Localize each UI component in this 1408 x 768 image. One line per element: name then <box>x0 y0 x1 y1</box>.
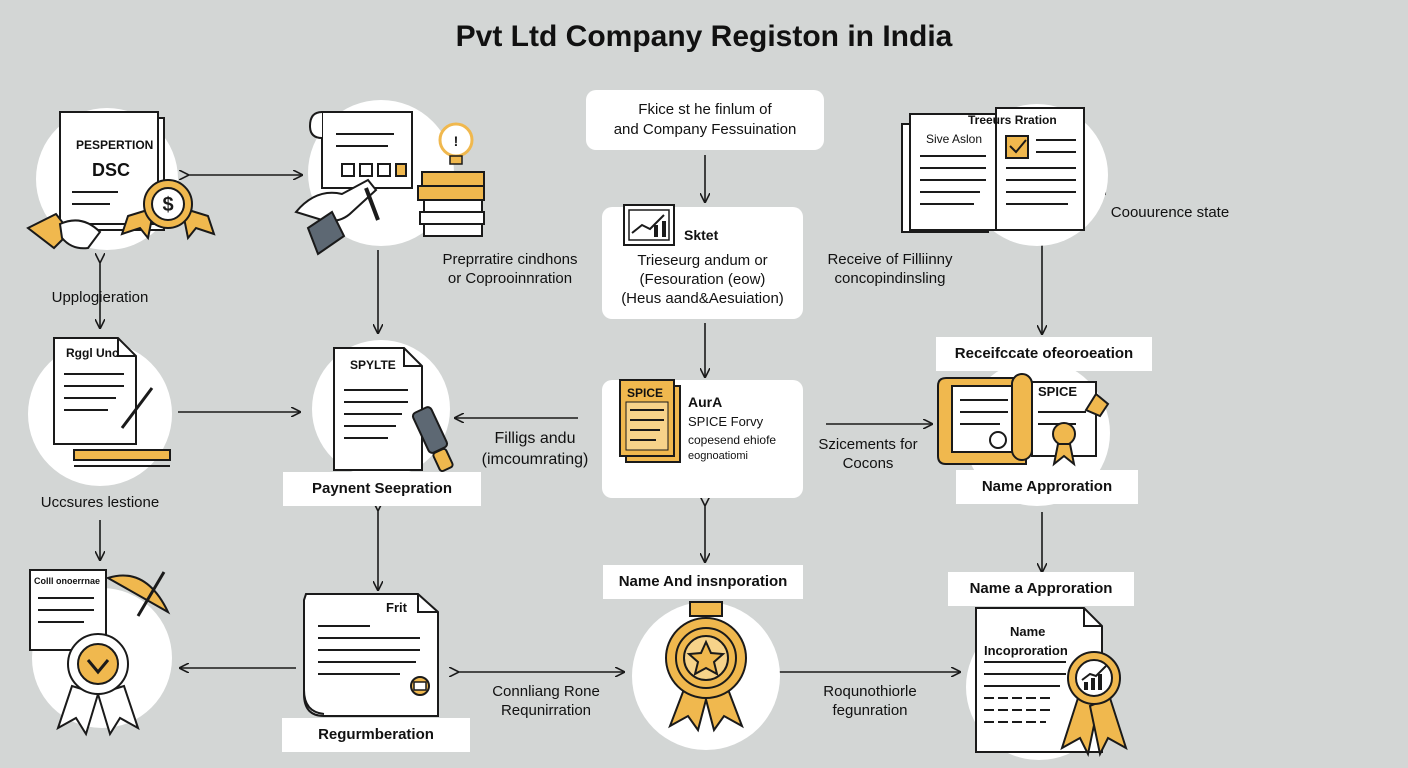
lightbulb-books-icon: ! <box>417 122 485 237</box>
spylte-document-icon <box>333 347 454 473</box>
dollar-medal-icon: $ <box>120 179 216 241</box>
label-filings-line2: (imcoumrating) <box>481 451 589 468</box>
label-roqunothiorle-line1: Roqunothiorle <box>823 683 917 700</box>
dsc-doc-title: DSC <box>92 160 131 180</box>
frit-doc-title: Frit <box>386 600 407 615</box>
box-memorandum-sktet: Sktet <box>684 227 719 243</box>
box-spice-form: SPICE AurA SPICE Forvy copesend ehiofe e… <box>602 379 803 498</box>
tag-receifccate: Receifccate ofeoroeation <box>936 337 1152 371</box>
label-concurrence: Coouurence state <box>1110 204 1230 221</box>
label-roqunothiorle: Roqunothiorle fegunration <box>790 682 950 720</box>
box-memorandum-line4: (Heus aand&Aesuiation) <box>621 290 784 307</box>
label-szicements: Szicements for Cocons <box>806 435 930 473</box>
box-memorandum: Sktet Trieseurg andum or (Fesouration (e… <box>602 204 803 319</box>
rggl-doc-title: Rggl Unc <box>66 346 119 360</box>
box-memorandum-line3: (Fesouration (eow) <box>639 271 766 288</box>
chart-icon <box>623 204 675 246</box>
label-uccsures: Uccsures lestione <box>40 494 160 511</box>
tag-regurmberation: Regurmberation <box>282 718 470 752</box>
box-final-form-line1: Fkice st he finlum of <box>638 101 772 118</box>
svg-text:$: $ <box>162 194 173 216</box>
label-receive-line1: Receive of Filliinny <box>827 251 953 268</box>
svg-text:!: ! <box>454 133 459 149</box>
dsc-document-icon <box>59 111 165 231</box>
spice-form-title: AurA <box>688 394 723 410</box>
tag-name-and-incorporation: Name And insnporation <box>603 565 803 599</box>
star-medal-icon <box>665 601 747 733</box>
label-roqunothiorle-line2: fegunration <box>832 702 908 719</box>
book-document-icon <box>901 107 1085 233</box>
spice-doc-label: SPICE <box>627 386 664 400</box>
spice-form-line1: SPICE Forvy <box>688 414 764 429</box>
inc-doc-name: Name <box>1010 624 1046 639</box>
trev-doc-title: Treeurs Rration <box>968 113 1057 127</box>
label-filings-line1: Filligs andu <box>494 430 576 447</box>
label-receive: Receive of Filliinny concopindinsling <box>810 250 970 288</box>
dsc-doc-header: PESPERTION <box>76 138 154 152</box>
certificate-scroll-icon <box>937 373 1110 467</box>
spice-form-line3: eognoatiomi <box>688 450 748 462</box>
label-preparation-line1: Preprratire cindhons <box>442 251 578 268</box>
label-preparation-line2: or Coprooinnration <box>447 270 573 287</box>
box-memorandum-line2: Trieseurg andum or <box>637 252 768 269</box>
tag-name-approration: Name Approration <box>956 470 1138 504</box>
coll-document-icon <box>29 569 171 737</box>
label-szicements-line2: Cocons <box>842 455 894 472</box>
cert-doc-title: SPICE <box>1038 384 1078 399</box>
label-upplogieration: Upplogieration <box>51 289 149 306</box>
label-preparation: Preprratire cindhons or Coprooinnration <box>420 250 600 288</box>
label-filings: Filligs andu (imcoumrating) <box>470 428 600 470</box>
spice-form-line2: copesend ehiofe <box>688 433 777 447</box>
coll-doc-title: Colll onoerrnae <box>34 576 101 586</box>
tag-name-a-approration: Name a Approration <box>948 572 1134 606</box>
label-receive-line2: concopindinsling <box>834 270 946 287</box>
tag-payment-separation: Paynent Seepration <box>283 472 481 506</box>
sive-doc-title: Sive Aslon <box>926 132 983 146</box>
inc-doc-title: Incoproration <box>984 643 1068 658</box>
label-szicements-line1: Szicements for <box>818 436 918 453</box>
page-title: Pvt Ltd Company Registon in India <box>455 20 953 53</box>
handshake-icon <box>26 212 102 250</box>
box-final-form-line2: and Company Fessuination <box>613 121 797 138</box>
form-document-icon <box>294 111 413 256</box>
frit-scroll-icon <box>303 593 439 717</box>
spylte-doc-title: SPYLTE <box>350 358 396 372</box>
label-connliang: Connliang Rone Requnirration <box>466 682 626 720</box>
box-final-form: Fkice st he finlum of and Company Fessui… <box>586 90 824 150</box>
rggl-document-icon <box>53 337 171 467</box>
label-connliang-line2: Requnirration <box>500 702 592 719</box>
incorporation-document-icon <box>975 607 1128 758</box>
label-connliang-line1: Connliang Rone <box>492 683 600 700</box>
spice-document-icon <box>619 379 681 463</box>
